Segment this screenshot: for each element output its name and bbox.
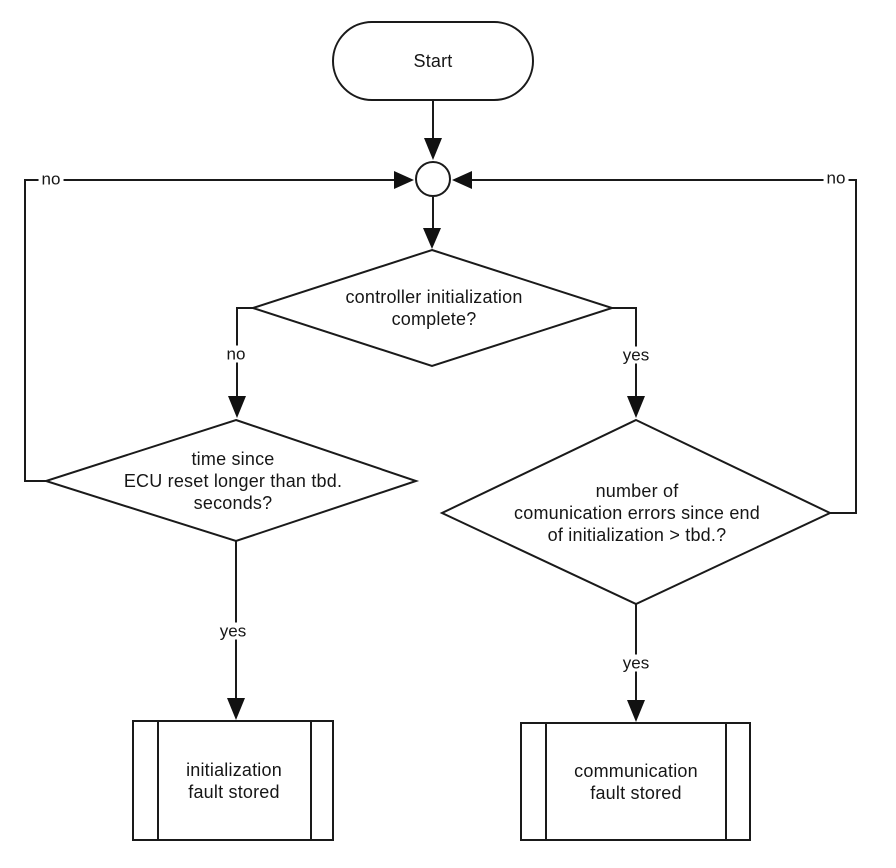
decision-comm-label: number of comunication errors since end … [514,481,760,545]
arrowhead-into-process-comm [627,700,645,722]
edge-label-loop-right-no: no [823,169,849,187]
arrowhead-into-junction-top [424,138,442,160]
arrowhead-into-decision-time [228,396,246,418]
edge-loop-right-no [472,179,857,514]
arrowhead-into-junction-left [394,171,414,189]
edge-label-decision-init-yes: yes [619,346,653,364]
edge-label-decision-time-yes: yes [216,622,250,640]
start-node-label: Start [413,51,453,71]
junction-circle [415,161,451,197]
decision-comm-shape [439,418,833,606]
process-init-fault-shape [132,720,334,841]
edge-loop-left-no [24,179,394,482]
edge-label-decision-init-no: no [223,345,249,363]
edge-label-loop-left-no: no [38,170,64,188]
arrowhead-into-decision-init [423,228,441,249]
decision-time-label: time since ECU reset longer than tbd. se… [123,449,343,513]
process-comm-fault-shape [520,722,751,841]
arrowhead-into-process-init [227,698,245,720]
edge-decision-init-no [236,307,253,398]
arrowhead-into-decision-comm [627,396,645,418]
decision-time-shape [42,418,420,543]
start-node-shape [332,21,534,101]
process-init-fault-label: initialization fault stored [186,760,282,802]
edge-label-decision-comm-yes: yes [619,654,653,672]
edge-decision-init-yes [612,307,637,398]
arrowhead-into-junction-right [452,171,472,189]
process-comm-fault-label: communication fault stored [574,761,698,803]
decision-init-label: controller initialization complete? [345,287,523,329]
decision-init-shape [249,248,616,368]
